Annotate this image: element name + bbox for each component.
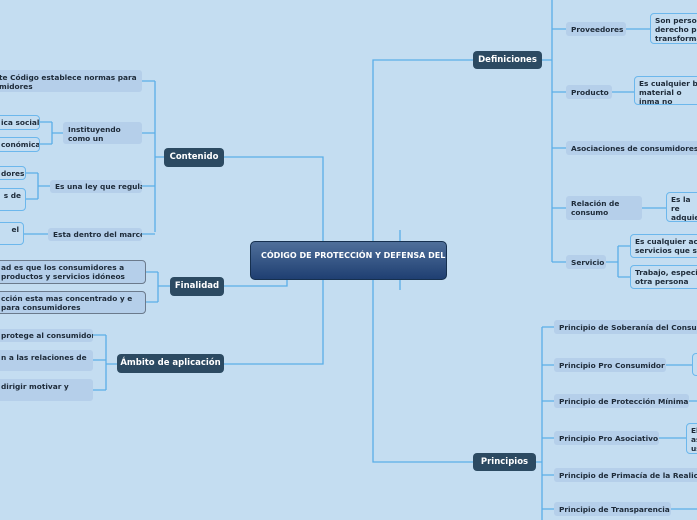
principio-pro-consumidor[interactable]: Principio Pro Consumidor bbox=[554, 358, 666, 372]
def-servicio-desc-2[interactable]: Trabajo, especia otra persona bbox=[630, 265, 697, 289]
def-producto[interactable]: Producto bbox=[566, 85, 612, 99]
subtopic-instituyendo[interactable]: Instituyendo como un principio bbox=[63, 122, 142, 144]
principio-proteccion-minima[interactable]: Principio de Protección Mínima bbox=[554, 394, 689, 408]
topic-definiciones[interactable]: Definiciones bbox=[473, 51, 542, 69]
ambito-item-1[interactable]: protege al consumidor bbox=[0, 329, 93, 342]
leaf-economica[interactable]: conómica bbox=[0, 137, 40, 152]
principio-pro-consumidor-desc[interactable] bbox=[692, 353, 697, 376]
topic-finalidad[interactable]: Finalidad bbox=[170, 277, 224, 296]
def-servicio-desc-1[interactable]: Es cualquier act servicios que se bbox=[630, 234, 697, 258]
topic-principios[interactable]: Principios bbox=[473, 453, 536, 471]
central-topic[interactable]: CÓDIGO DE PROTECCIÓN Y DEFENSA DEL CONSU… bbox=[250, 241, 447, 280]
principio-transparencia[interactable]: Principio de Transparencia bbox=[554, 502, 671, 516]
principio-primacia-realidad[interactable]: Principio de Primacía de la Realic bbox=[554, 468, 697, 482]
def-proveedores[interactable]: Proveedores bbox=[566, 22, 626, 36]
subtopic-marco[interactable]: Esta dentro del marco bbox=[48, 228, 142, 241]
def-proveedores-desc[interactable]: Son person derecho pú transforma bbox=[650, 13, 697, 44]
finalidad-item-2[interactable]: cción esta mas concentrado y e para cons… bbox=[0, 291, 146, 314]
def-asociaciones[interactable]: Asociaciones de consumidores bbox=[566, 141, 697, 155]
leaf-s-de[interactable]: s de bbox=[0, 188, 26, 211]
ambito-item-2[interactable]: n a las relaciones de bbox=[0, 350, 93, 371]
def-relacion-consumo[interactable]: Relación de consumo bbox=[566, 196, 642, 220]
leaf-el[interactable]: el bbox=[0, 222, 24, 245]
finalidad-item-1[interactable]: ad es que los consumidores a productos y… bbox=[0, 260, 146, 284]
ambito-item-3[interactable]: dirigir motivar y bbox=[0, 379, 93, 401]
topic-ambito[interactable]: Ámbito de aplicación bbox=[117, 354, 224, 373]
def-servicio[interactable]: Servicio bbox=[566, 255, 606, 269]
leaf-social[interactable]: ica social bbox=[0, 115, 40, 130]
principio-soberania[interactable]: Principio de Soberanía del Consu bbox=[554, 320, 697, 334]
def-producto-desc[interactable]: Es cualquier bi material o inma no bbox=[634, 76, 697, 105]
def-relacion-desc[interactable]: Es la re adquie servici bbox=[666, 192, 697, 222]
leaf-dores[interactable]: dores bbox=[0, 166, 26, 180]
topic-contenido[interactable]: Contenido bbox=[164, 148, 224, 167]
subtopic-normas[interactable]: te Código establece normas para midores bbox=[0, 70, 142, 92]
principio-pro-asociativo-desc[interactable]: El as us bbox=[686, 423, 697, 454]
principio-pro-asociativo[interactable]: Principio Pro Asociativo bbox=[554, 431, 659, 445]
subtopic-ley-regula[interactable]: Es una ley que regula bbox=[50, 180, 142, 193]
